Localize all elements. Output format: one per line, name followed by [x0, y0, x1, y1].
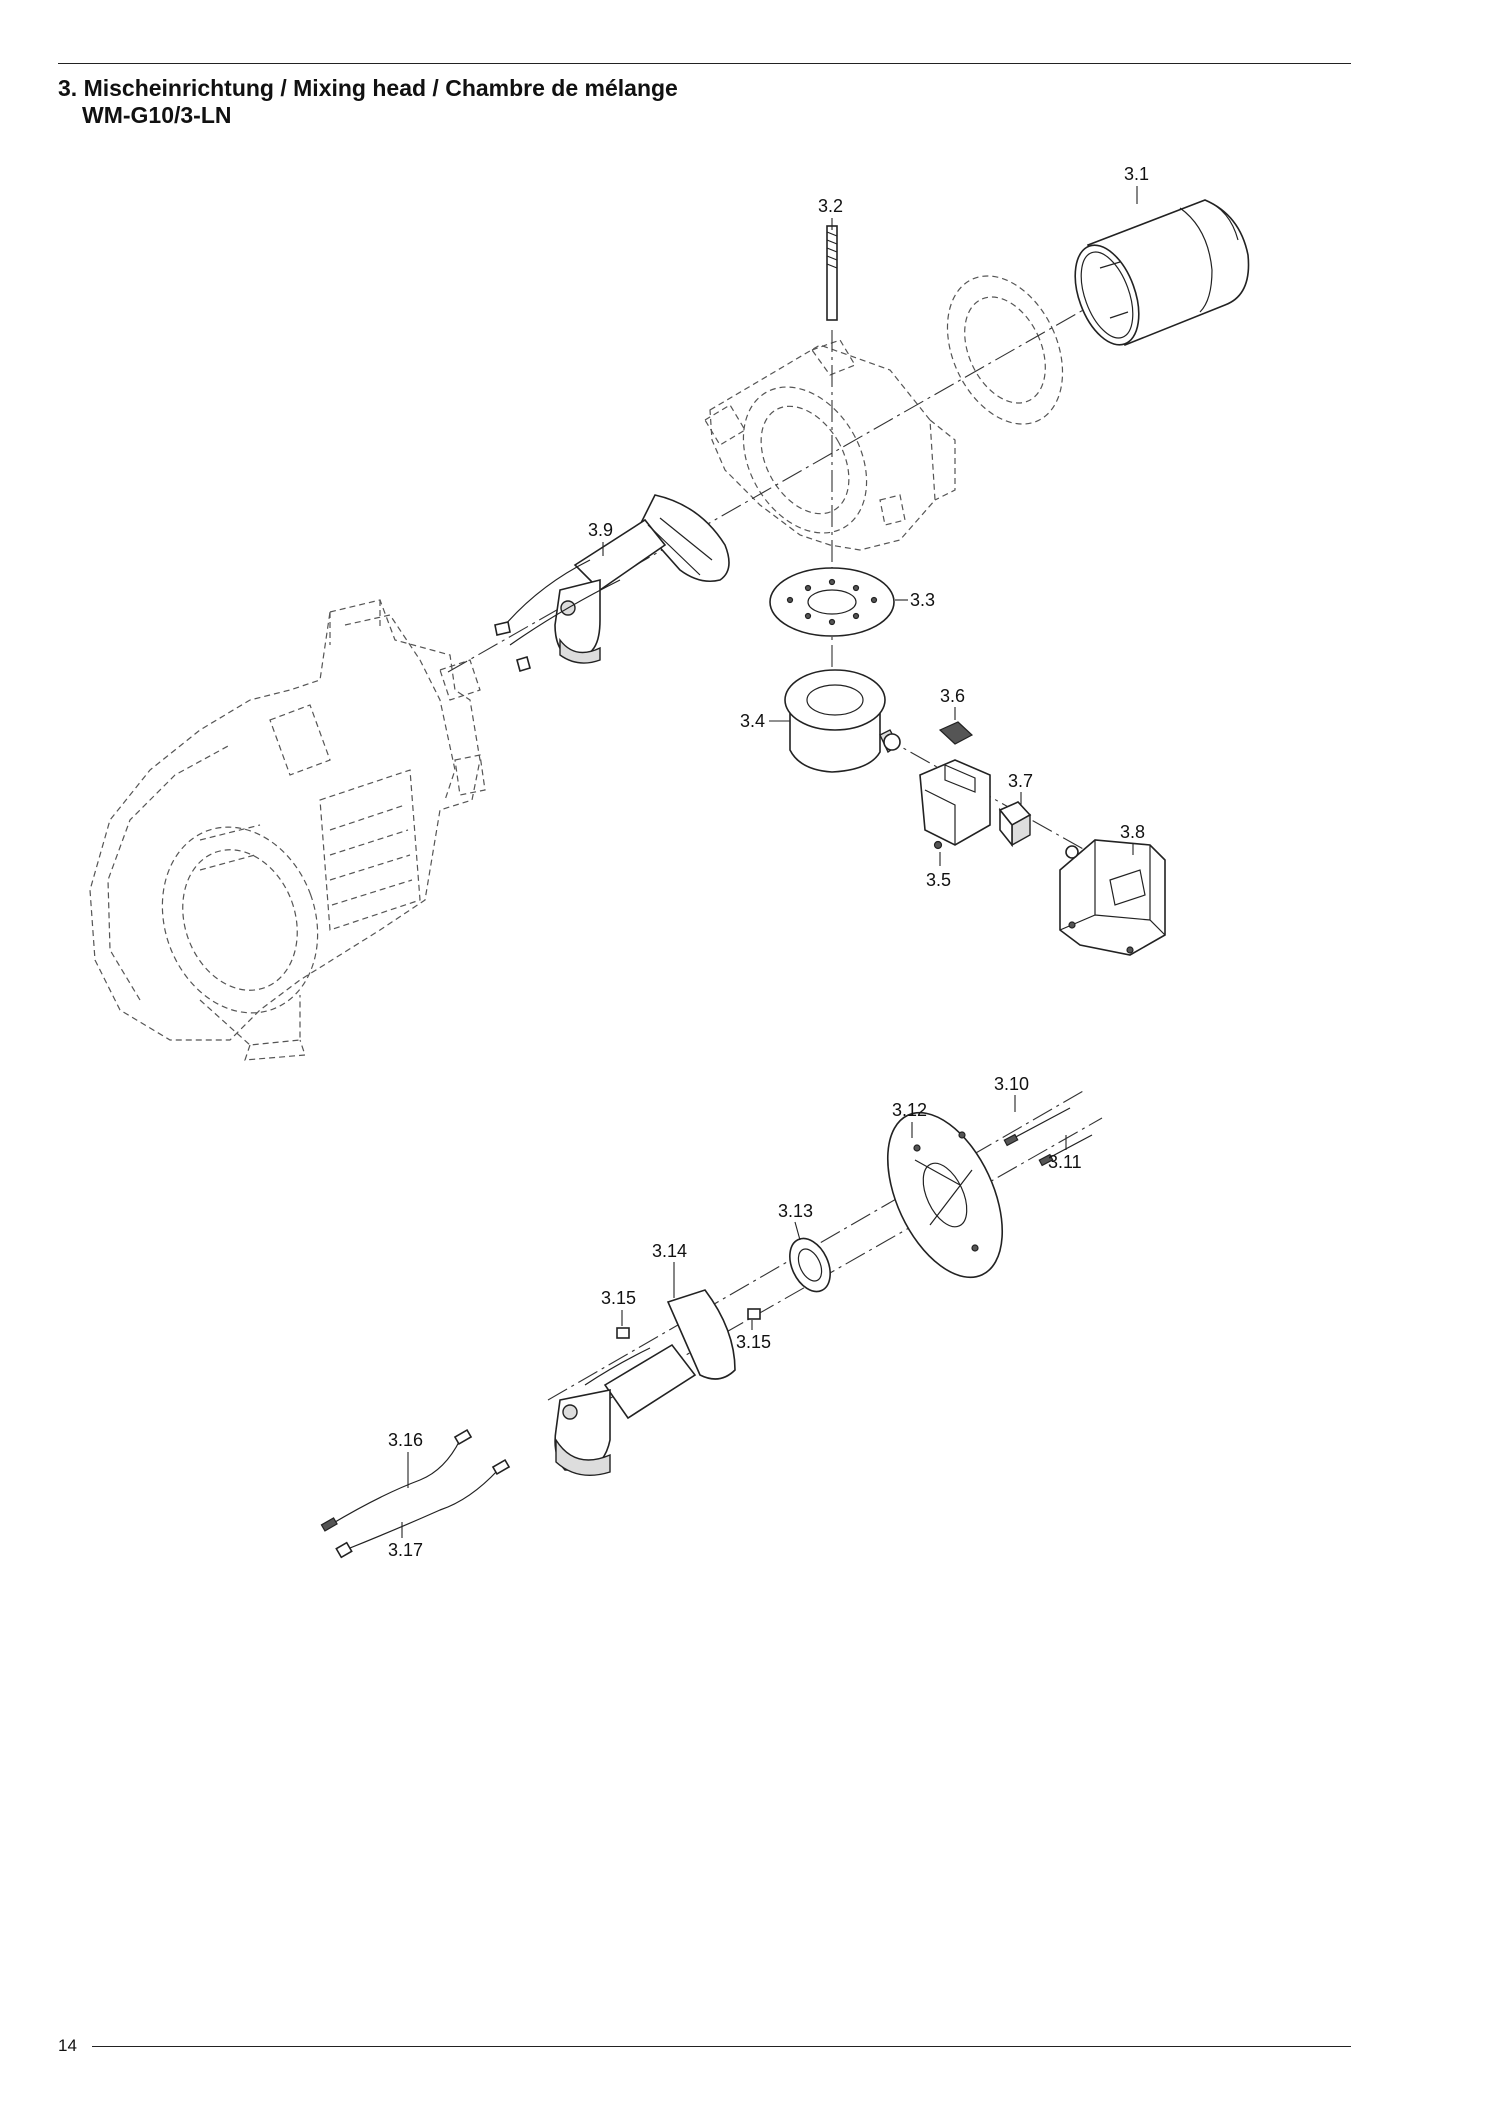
label-3-4: 3.4 — [740, 711, 765, 731]
label-3-13: 3.13 — [778, 1201, 813, 1221]
part-3-2-stud — [826, 225, 838, 321]
part-3-4-regulator-housing — [784, 669, 901, 773]
part-3-16-cable — [320, 1428, 473, 1532]
label-3-14: 3.14 — [652, 1241, 687, 1261]
label-3-7: 3.7 — [1008, 771, 1033, 791]
part-3-15-clip-b — [747, 1308, 761, 1320]
part-3-13-ring — [789, 1237, 831, 1293]
label-3-11: 3.11 — [1048, 1152, 1082, 1172]
burner-housing-outline — [89, 599, 486, 1061]
part-3-7-coupling — [998, 801, 1032, 848]
part-3-17-cable — [335, 1458, 511, 1559]
label-3-8: 3.8 — [1120, 822, 1145, 842]
title-line-1: 3. Mischeinrichtung / Mixing head / Cham… — [58, 75, 678, 101]
label-3-2: 3.2 — [818, 196, 843, 216]
page-number: 14 — [58, 2036, 77, 2055]
part-3-6-pad — [938, 721, 974, 745]
lower-axis-1 — [571, 1117, 1103, 1421]
part-3-12-baffle-disc — [886, 1111, 1004, 1279]
part-3-15-clip-a — [616, 1327, 630, 1339]
part-3-9-mixing-head — [494, 494, 730, 673]
part-3-8-servo-motor — [1059, 839, 1166, 956]
label-3-10: 3.10 — [994, 1074, 1029, 1094]
label-3-9: 3.9 — [588, 520, 613, 540]
label-3-1: 3.1 — [1124, 164, 1149, 184]
part-3-11-electrode — [1038, 1134, 1093, 1167]
label-3-12: 3.12 — [892, 1100, 927, 1120]
label-3-16: 3.16 — [388, 1430, 423, 1450]
page-title: 3. Mischeinrichtung / Mixing head / Cham… — [58, 75, 678, 129]
label-3-17: 3.17 — [388, 1540, 423, 1560]
label-3-3: 3.3 — [910, 590, 935, 610]
part-3-14-mixing-head — [554, 1289, 736, 1476]
top-rule — [58, 63, 1351, 64]
label-3-15a: 3.15 — [601, 1288, 636, 1308]
flange-housing-outline — [704, 339, 956, 551]
leader-3-13 — [794, 1221, 801, 1241]
label-3-5: 3.5 — [926, 870, 951, 890]
upper-axis — [447, 304, 1093, 673]
label-3-6: 3.6 — [940, 686, 965, 706]
part-3-1-flame-tube — [1074, 199, 1250, 347]
part-3-5-actuator — [919, 759, 991, 850]
bottom-rule — [92, 2046, 1351, 2047]
part-3-10-electrode — [1003, 1107, 1071, 1147]
part-3-3-gasket — [769, 567, 895, 637]
label-3-15b: 3.15 — [736, 1332, 771, 1352]
title-line-2: WM-G10/3-LN — [82, 102, 232, 128]
gasket-outline — [946, 275, 1064, 425]
